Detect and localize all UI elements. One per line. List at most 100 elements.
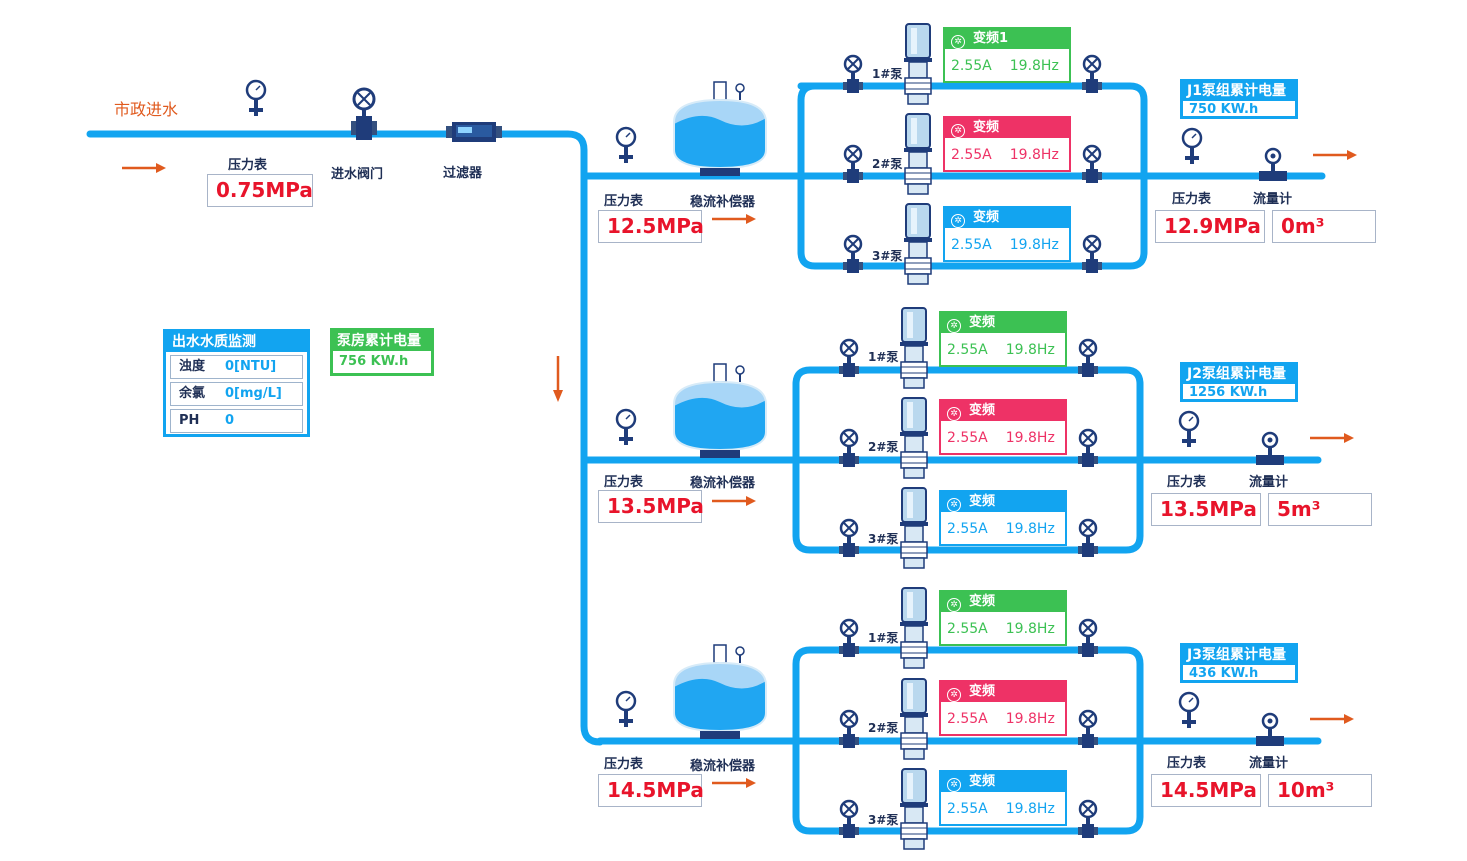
group-1-energy-title: J1泵组累计电量	[1183, 82, 1295, 101]
group-3-energy-title: J3泵组累计电量	[1183, 646, 1295, 665]
group-1-inlet-gauge-icon	[615, 126, 637, 165]
settings-icon: ✲	[947, 688, 961, 702]
pump-mode: 变频1	[973, 31, 1009, 46]
group-2-pump-2-label: 2#泵	[868, 440, 899, 454]
group-3-pump-1-icon	[899, 587, 929, 669]
group-3-pump-2-icon	[899, 678, 929, 760]
pump-mode: 变频	[969, 684, 996, 699]
group-3-out-pressure-value: 14.5MPa	[1151, 774, 1261, 807]
pump-room-energy-panel: 泵房累计电量 756 KW.h	[330, 328, 434, 376]
pump-frequency: 19.8Hz	[1009, 147, 1059, 163]
group-2-energy-title: J2泵组累计电量	[1183, 365, 1295, 384]
group-1-arrow-b-icon	[1311, 148, 1359, 162]
inlet-arrow-icon	[120, 161, 168, 175]
pump-current: 2.55A	[947, 521, 988, 537]
filter-label: 过滤器	[443, 166, 483, 181]
pump-frequency: 19.8Hz	[1009, 237, 1059, 253]
group-2-pump-2-icon	[899, 397, 929, 479]
group-3-pump-1-label: 1#泵	[868, 631, 899, 645]
pump-current: 2.55A	[947, 711, 988, 727]
ph-value: 0	[225, 413, 235, 428]
pump-current: 2.55A	[947, 801, 988, 817]
group-1-pump-2-label: 2#泵	[872, 157, 903, 171]
pump-frequency: 19.8Hz	[1005, 621, 1055, 637]
group-1-stabilizer-icon	[673, 81, 767, 177]
settings-icon: ✲	[947, 498, 961, 512]
group-2-inlet-pressure-label: 压力表	[604, 475, 644, 490]
group-2-flowmeter-icon	[1254, 431, 1286, 467]
group-3-valve-3a-icon	[837, 799, 861, 840]
group-1-inlet-pressure-value: 12.5MPa	[598, 210, 704, 243]
group-2-arrow-a-icon	[710, 494, 758, 508]
group-1-valve-2a-icon	[841, 144, 865, 185]
settings-icon: ✲	[951, 35, 965, 49]
group-3-out-gauge-icon	[1178, 691, 1200, 730]
group-1-out-gauge-icon	[1181, 127, 1203, 166]
group-2-pump-1-label: 1#泵	[868, 350, 899, 364]
group-3-flowmeter-icon	[1254, 712, 1286, 748]
main-pressure-value: 0.75MPa	[207, 174, 313, 207]
pump-frequency: 19.8Hz	[1005, 711, 1055, 727]
group-2-inlet-pressure-value: 13.5MPa	[598, 490, 704, 523]
group-1-valve-3b-icon	[1080, 234, 1104, 275]
pump-room-energy-value: 756 KW.h	[339, 354, 409, 369]
group-2-out-pressure-value: 13.5MPa	[1151, 493, 1261, 526]
settings-icon: ✲	[947, 319, 961, 333]
group-1-valve-1b-icon	[1080, 54, 1104, 95]
group-3-inlet-pressure-value: 14.5MPa	[598, 774, 704, 807]
group-1-pump-2-icon	[903, 113, 933, 195]
settings-icon: ✲	[951, 214, 965, 228]
pump-current: 2.55A	[947, 621, 988, 637]
group-2-valve-3a-icon	[837, 518, 861, 559]
group-3-valve-1b-icon	[1076, 618, 1100, 659]
group-2-valve-1a-icon	[837, 338, 861, 379]
group-1-pump-3-label: 3#泵	[872, 249, 903, 263]
ph-label: PH	[179, 413, 200, 428]
group-2-flow-value: 5m³	[1268, 493, 1372, 526]
group-1-stabilizer-label: 稳流补偿器	[690, 195, 756, 210]
group-1-out-pressure-value: 12.9MPa	[1155, 210, 1265, 243]
down-arrow-icon	[553, 356, 563, 402]
pump-frequency: 19.8Hz	[1009, 58, 1059, 74]
group-2-stabilizer-icon	[673, 363, 767, 459]
chlorine-label: 余氯	[179, 386, 206, 401]
pump-mode: 变频	[973, 120, 1000, 135]
pump-mode: 变频	[973, 210, 1000, 225]
group-1-energy-value: 750 KW.h	[1189, 102, 1259, 117]
group-2-valve-3b-icon	[1076, 518, 1100, 559]
group-3-pump-3-label: 3#泵	[868, 813, 899, 827]
water-quality-row: PH 0	[170, 409, 303, 433]
inlet-valve-icon	[351, 87, 377, 140]
main-pressure-label: 压力表	[228, 158, 268, 173]
group-3-stabilizer-icon	[673, 644, 767, 740]
turbidity-label: 浊度	[179, 359, 206, 374]
main-pressure-gauge-icon	[245, 79, 267, 118]
pump-frequency: 19.8Hz	[1005, 342, 1055, 358]
pump-mode: 变频	[969, 315, 996, 330]
pump-mode: 变频	[969, 774, 996, 789]
group-2-out-pressure-label: 压力表	[1167, 475, 1207, 490]
pump-current: 2.55A	[951, 147, 992, 163]
group-2-arrow-b-icon	[1308, 431, 1356, 445]
chlorine-value: 0[mg/L]	[225, 386, 282, 401]
group-3-valve-1a-icon	[837, 618, 861, 659]
pump-mode: 变频	[969, 494, 996, 509]
group-1-flowmeter-icon	[1257, 147, 1289, 183]
filter-icon	[446, 122, 502, 142]
group-1-valve-3a-icon	[841, 234, 865, 275]
group-2-valve-1b-icon	[1076, 338, 1100, 379]
settings-icon: ✲	[947, 407, 961, 421]
group-3-pipes	[596, 646, 1322, 835]
group-2-energy-value: 1256 KW.h	[1189, 385, 1268, 400]
pump-frequency: 19.8Hz	[1005, 430, 1055, 446]
